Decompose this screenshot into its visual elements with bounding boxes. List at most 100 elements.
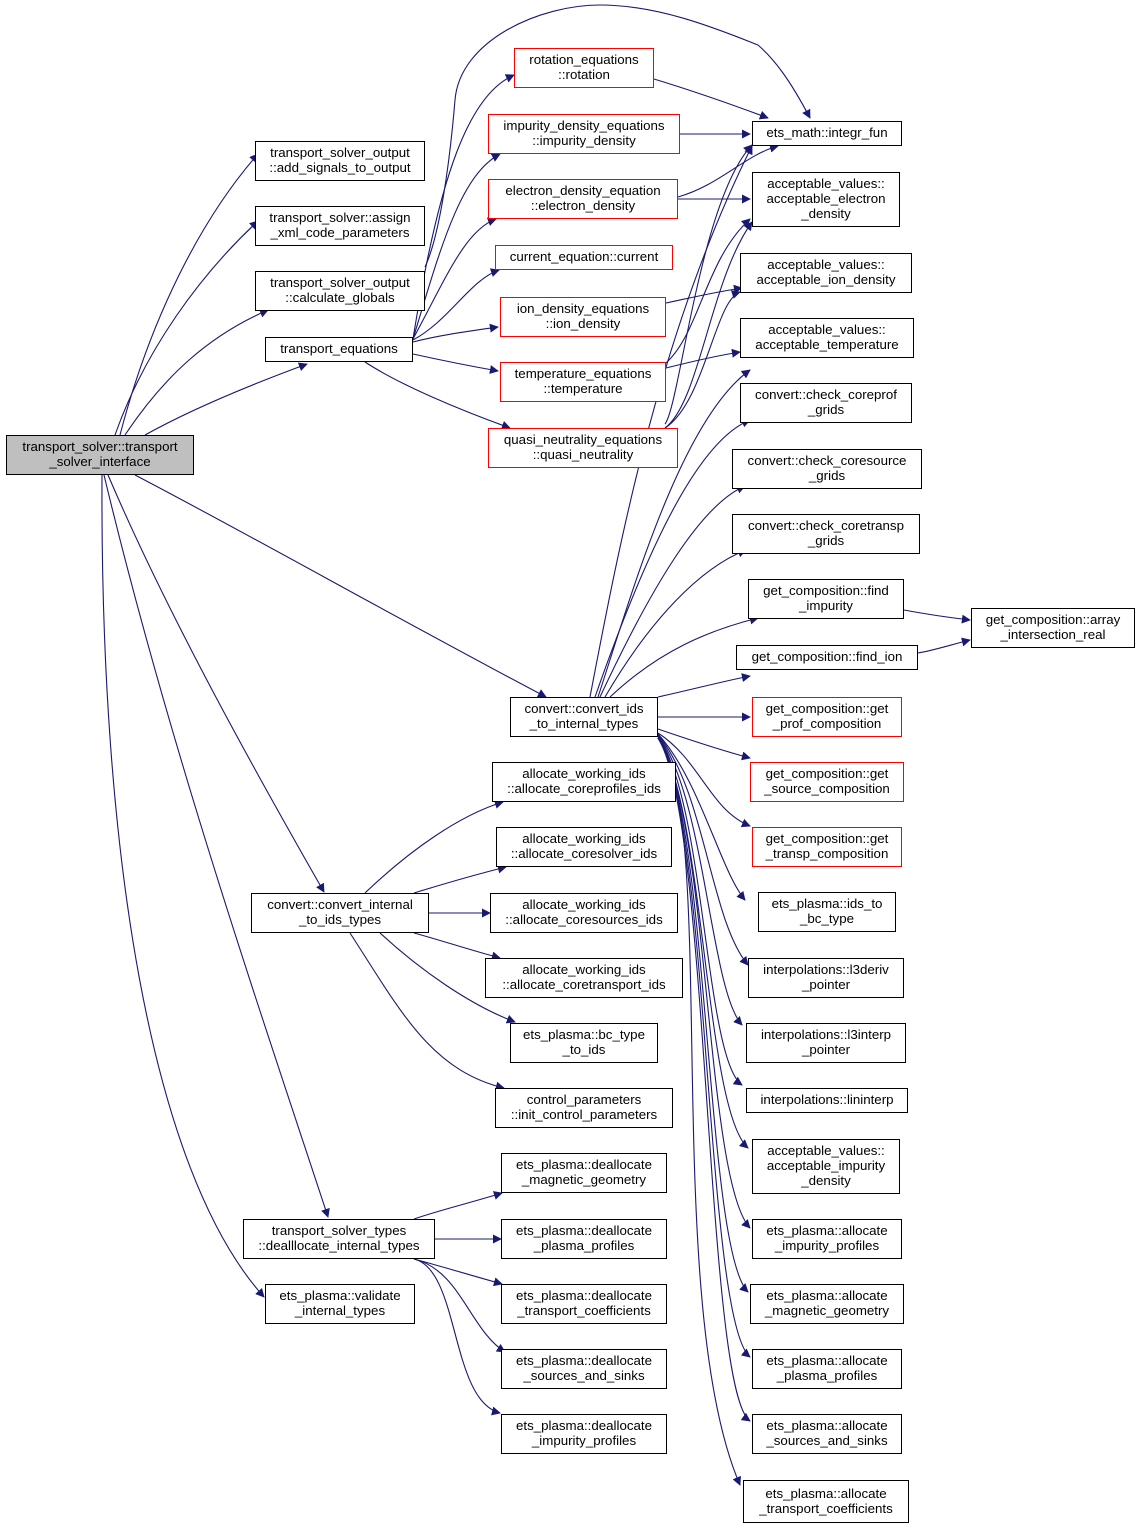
node-quasi[interactable]: quasi_neutrality_equations::quasi_neutra… (488, 428, 678, 468)
node-convert-ids[interactable]: convert::convert_ids_to_internal_types (510, 697, 658, 737)
node-label-line: get_composition::find (763, 583, 889, 599)
node-label-line: _impurity_profiles (531, 1433, 637, 1448)
call-edge (119, 153, 259, 436)
node-label-line: transport_equations (280, 341, 398, 357)
node-acc-temp[interactable]: acceptable_values::acceptable_temperatur… (740, 318, 914, 358)
node-get-transp[interactable]: get_composition::get_transp_composition (752, 827, 902, 867)
node-label-line: transport_solver_output (270, 145, 410, 161)
call-edge (609, 615, 759, 698)
node-l3interp[interactable]: interpolations::l3interp_pointer (746, 1023, 906, 1063)
node-l3deriv[interactable]: interpolations::l3deriv_pointer (748, 958, 904, 998)
node-alloc-coretransport[interactable]: allocate_working_ids::allocate_coretrans… (485, 958, 683, 998)
call-edge (413, 1258, 506, 1353)
node-label-line: impurity_density_equations (503, 118, 665, 134)
node-label-line: _grids (807, 533, 845, 548)
node-calc-globals[interactable]: transport_solver_output::calculate_globa… (255, 271, 425, 311)
node-get-prof[interactable]: get_composition::get_prof_composition (752, 697, 902, 737)
node-alloc-sources[interactable]: ets_plasma::allocate_sources_and_sinks (752, 1414, 902, 1454)
node-validate[interactable]: ets_plasma::validate_internal_types (265, 1284, 415, 1324)
node-label-line: convert::convert_internal (267, 897, 413, 913)
node-label-line: convert::check_coretransp (748, 518, 904, 534)
node-label-line: ::impurity_density (532, 133, 636, 148)
node-chk-coresource[interactable]: convert::check_coresource_grids (732, 449, 922, 489)
call-edge (657, 737, 741, 1486)
node-label-line: convert::convert_ids (524, 701, 644, 717)
node-convert-internal[interactable]: convert::convert_internal_to_ids_types (251, 893, 429, 933)
node-label-line: _to_internal_types (529, 716, 639, 731)
node-label-line: ::quasi_neutrality (532, 447, 634, 462)
node-rotation[interactable]: rotation_equations::rotation (514, 48, 654, 88)
node-label-line: get_composition::find_ion (751, 649, 903, 665)
node-alloc-coreprofiles[interactable]: allocate_working_ids::allocate_coreprofi… (492, 762, 676, 802)
node-dealloc-transport[interactable]: ets_plasma::deallocate_transport_coeffic… (501, 1284, 667, 1324)
node-label-line: ::rotation (558, 67, 610, 82)
node-label-line: ::allocate_coresources_ids (505, 912, 663, 927)
call-edge (412, 323, 499, 343)
node-label-line: temperature_equations (514, 366, 652, 382)
node-ion-density[interactable]: ion_density_equations::ion_density (500, 297, 666, 337)
node-dealloc-impurity[interactable]: ets_plasma::deallocate_impurity_profiles (501, 1414, 667, 1454)
node-find-impurity[interactable]: get_composition::find_impurity (748, 579, 904, 619)
call-edge (114, 220, 259, 436)
node-temperature[interactable]: temperature_equations::temperature (500, 362, 666, 402)
node-label-line: ::ion_density (545, 316, 621, 331)
node-acc-impurity[interactable]: acceptable_values::acceptable_impurity_d… (752, 1139, 900, 1194)
node-integr-fun[interactable]: ets_math::integr_fun (752, 121, 902, 146)
node-find-ion[interactable]: get_composition::find_ion (736, 645, 918, 670)
node-alloc-coresolver[interactable]: allocate_working_ids::allocate_coresolve… (496, 827, 672, 867)
node-chk-coretransp[interactable]: convert::check_coretransp_grids (732, 514, 920, 554)
node-electron-density[interactable]: electron_density_equation::electron_dens… (488, 179, 678, 219)
node-label-line: ets_plasma::allocate (765, 1485, 887, 1501)
node-label-line: allocate_working_ids (522, 897, 646, 913)
node-label-line: ion_density_equations (516, 301, 650, 317)
node-alloc-coresources[interactable]: allocate_working_ids::allocate_coresourc… (490, 893, 678, 933)
node-current[interactable]: current_equation::current (495, 245, 673, 270)
node-get-source[interactable]: get_composition::get_source_composition (750, 762, 904, 802)
node-acc-ion[interactable]: acceptable_values::acceptable_ion_densit… (740, 253, 912, 293)
node-label-line: transport_solver_types (271, 1223, 407, 1239)
call-edge (413, 1191, 503, 1220)
node-label-line: _impurity_profiles (774, 1238, 880, 1253)
node-bc-type-to-ids[interactable]: ets_plasma::bc_type_to_ids (510, 1023, 658, 1063)
node-label-line: _to_ids (562, 1042, 606, 1057)
node-ids-to-bc[interactable]: ets_plasma::ids_to_bc_type (758, 892, 896, 932)
node-label-line: get_composition::array (985, 612, 1121, 628)
node-dealloc-sources[interactable]: ets_plasma::deallocate_sources_and_sinks (501, 1349, 667, 1389)
call-edge (412, 353, 499, 375)
node-acc-electron[interactable]: acceptable_values::acceptable_electron_d… (752, 172, 900, 227)
node-label-line: acceptable_values:: (768, 322, 886, 338)
node-init-control[interactable]: control_parameters::init_control_paramet… (495, 1088, 673, 1128)
call-edge (657, 737, 751, 1358)
node-assign-xml[interactable]: transport_solver::assign_xml_code_parame… (255, 206, 425, 246)
node-alloc-mag[interactable]: ets_plasma::allocate_magnetic_geometry (750, 1284, 904, 1324)
node-add-signals[interactable]: transport_solver_output::add_signals_to_… (255, 141, 425, 181)
node-transport-eq[interactable]: transport_equations (265, 337, 413, 362)
call-edge (604, 548, 747, 698)
node-lininterp[interactable]: interpolations::lininterp (746, 1088, 908, 1113)
node-label-line: transport_solver::transport (22, 439, 178, 455)
call-edge (665, 218, 751, 364)
call-edge (597, 369, 751, 698)
call-edge (653, 78, 769, 120)
node-label-line: _sources_and_sinks (766, 1433, 888, 1448)
call-edge (413, 864, 507, 894)
node-label-line: _plasma_profiles (776, 1368, 878, 1383)
node-alloc-impurity[interactable]: ets_plasma::allocate_impurity_profiles (752, 1219, 902, 1259)
node-label-line: _density (801, 205, 851, 221)
node-alloc-transport[interactable]: ets_plasma::allocate_transport_coefficie… (743, 1480, 909, 1523)
node-alloc-plasma[interactable]: ets_plasma::allocate_plasma_profiles (752, 1349, 902, 1389)
call-edge (101, 474, 265, 1298)
node-dealloc-internal[interactable]: transport_solver_types::dealllocate_inte… (243, 1219, 435, 1259)
node-chk-coreprof[interactable]: convert::check_coreprof_grids (740, 383, 912, 423)
node-label-line: _sources_and_sinks (523, 1368, 645, 1383)
node-dealloc-plasma[interactable]: ets_plasma::deallocate_plasma_profiles (501, 1219, 667, 1259)
node-label-line: get_composition::get (765, 766, 889, 782)
node-dealloc-mag[interactable]: ets_plasma::deallocate_magnetic_geometry (501, 1153, 667, 1193)
node-label-line: ::allocate_coresolver_ids (510, 846, 658, 861)
node-impurity-density[interactable]: impurity_density_equations::impurity_den… (488, 114, 680, 154)
call-edge (657, 737, 751, 1422)
node-label-line: _grids (807, 402, 845, 417)
node-array-inter[interactable]: get_composition::array_intersection_real (971, 608, 1135, 648)
call-edge (134, 474, 547, 698)
node-label-line: quasi_neutrality_equations (503, 432, 663, 448)
